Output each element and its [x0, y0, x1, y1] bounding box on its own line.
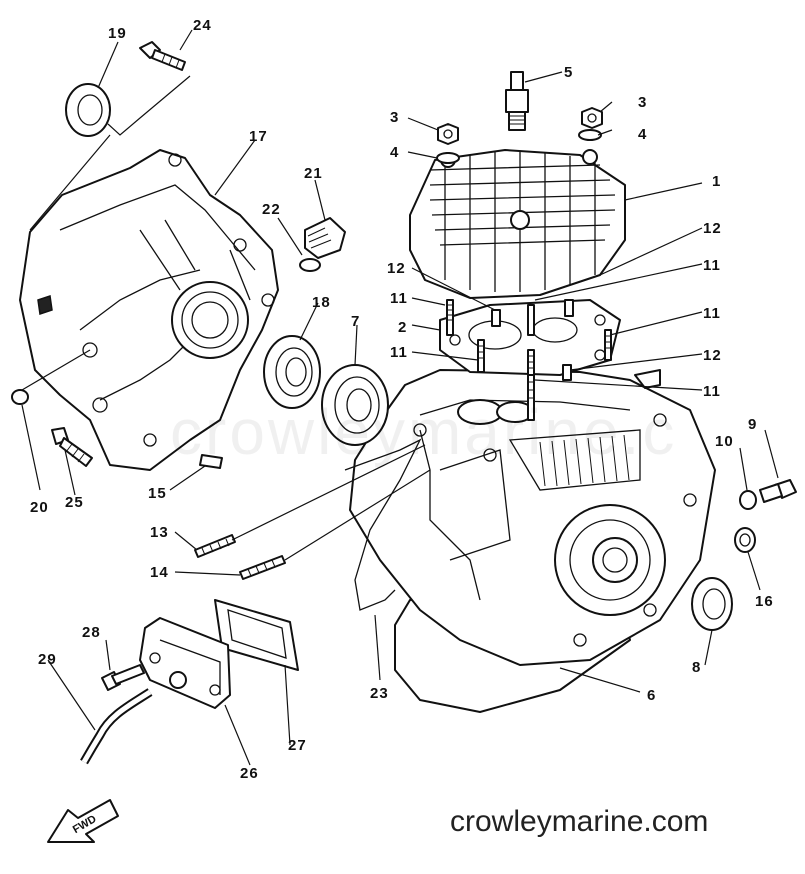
callout-24: 24 [193, 17, 212, 34]
callout-7: 7 [351, 313, 360, 330]
callout-3-left: 3 [390, 109, 399, 126]
callout-29: 29 [38, 651, 57, 668]
callout-4-right: 4 [638, 126, 647, 143]
nut-3-left [437, 123, 459, 145]
nut-3-right [581, 107, 603, 129]
callout-26: 26 [240, 765, 259, 782]
stud-13 [194, 534, 236, 558]
bolt-28 [101, 664, 145, 691]
callout-11-left-a: 11 [390, 290, 408, 307]
bearing-18 [263, 335, 321, 409]
dowel-15 [199, 454, 223, 469]
callout-18: 18 [312, 294, 331, 311]
dowel-pins-12 [491, 299, 574, 381]
callout-25: 25 [65, 494, 84, 511]
breather-21 [304, 217, 346, 259]
cylinder-head-1 [409, 149, 626, 299]
callout-3-right: 3 [638, 94, 647, 111]
bolt-24 [139, 41, 186, 71]
callout-14: 14 [150, 564, 169, 581]
callout-11-top: 11 [703, 257, 721, 274]
gasket-27 [214, 599, 299, 671]
callout-12-right: 12 [703, 347, 722, 364]
washer-20 [11, 389, 29, 405]
bolt-25 [51, 427, 93, 467]
washer-4-right [578, 129, 602, 141]
callout-11-right-b: 11 [703, 383, 721, 400]
spark-plug-5 [505, 71, 529, 131]
fwd-arrow-icon: FWD [47, 799, 119, 843]
callout-5: 5 [564, 64, 573, 81]
callout-11-left-b: 11 [390, 344, 408, 361]
callout-12-left: 12 [387, 260, 406, 277]
crankcase-block-6 [349, 369, 716, 713]
seal-16 [734, 527, 756, 553]
callout-23: 23 [370, 685, 389, 702]
callout-labels: 24 19 17 21 22 18 7 20 25 15 13 14 23 27… [30, 17, 774, 782]
oil-seal-19 [65, 83, 111, 137]
callout-28: 28 [82, 624, 101, 641]
callout-16: 16 [755, 593, 774, 610]
callout-19: 19 [108, 25, 127, 42]
bolt-9 [759, 479, 797, 503]
callout-9: 9 [748, 416, 757, 433]
source-credit: crowleymarine.com [450, 805, 709, 838]
callout-20: 20 [30, 499, 49, 516]
callout-21: 21 [304, 165, 323, 182]
callout-1: 1 [712, 173, 721, 190]
callout-10: 10 [715, 433, 734, 450]
callout-27: 27 [288, 737, 307, 754]
crankcase-gasket-23 [344, 438, 422, 611]
callout-11-right-a: 11 [703, 305, 721, 322]
callout-8: 8 [692, 659, 701, 676]
hose-29 [80, 688, 153, 765]
breather-cover-26 [139, 617, 231, 709]
callout-6: 6 [647, 687, 656, 704]
oil-seal-8 [691, 577, 733, 631]
callout-2: 2 [398, 319, 407, 336]
washer-10 [739, 490, 757, 510]
washer-4-left [436, 152, 460, 164]
crankcase-cover-17 [19, 149, 279, 471]
stud-14 [239, 555, 286, 580]
callout-4-left: 4 [390, 144, 399, 161]
callout-15: 15 [148, 485, 167, 502]
callout-17: 17 [249, 128, 268, 145]
watermark-text: crowleymarine.c [170, 396, 678, 468]
leader-lines [21, 29, 779, 766]
callout-22: 22 [262, 201, 281, 218]
callout-13: 13 [150, 524, 169, 541]
callout-12-top: 12 [703, 220, 722, 237]
stud-bolts-11 [446, 299, 612, 421]
o-ring-22 [299, 258, 321, 272]
